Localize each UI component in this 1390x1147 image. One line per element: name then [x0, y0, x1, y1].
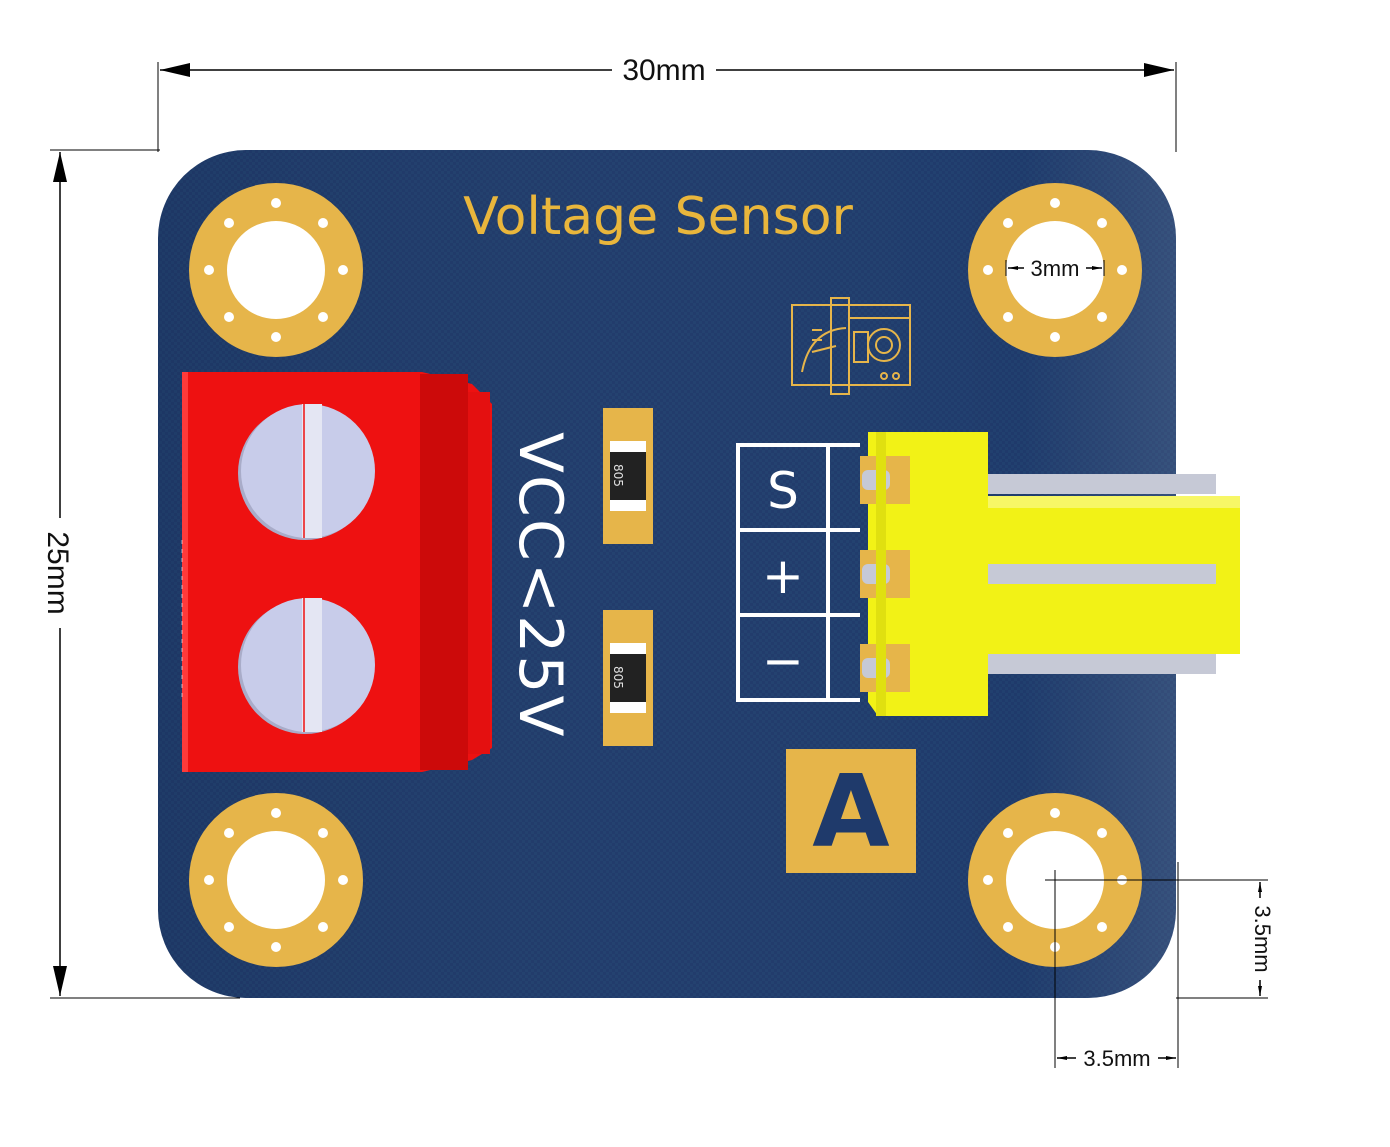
brand-logo: A: [786, 749, 916, 873]
pin-label-minus: −: [762, 632, 804, 690]
input-voltage-label: VCC<25V: [505, 432, 575, 739]
dimension-hole-diameter-label: 3mm: [1031, 256, 1080, 281]
dimension-hole-offset-x-label: 3.5mm: [1083, 1046, 1150, 1071]
dimension-hole-offset: 3.5mm 3.5mm: [1045, 862, 1275, 1071]
screw-terminal: [181, 372, 492, 772]
board-title: Voltage Sensor: [463, 187, 853, 247]
pin-label-grid: [736, 443, 860, 702]
dimension-width-label: 30mm: [622, 54, 705, 87]
dimension-height-label: 25mm: [41, 531, 74, 614]
mounting-hole-top-left: [189, 183, 363, 357]
terminal-screw-2[interactable]: [238, 598, 375, 734]
resistor-r1-marking: 805: [611, 464, 625, 487]
pin-connector[interactable]: [860, 432, 1240, 716]
dimension-hole-offset-y-label: 3.5mm: [1250, 905, 1275, 972]
mounting-hole-bottom-left: [189, 793, 363, 967]
mounting-hole-top-right: [968, 183, 1142, 357]
dimension-hole-diameter: 3mm: [1005, 256, 1105, 281]
resistor-r2-marking: 805: [611, 666, 625, 689]
brand-logo-letter: A: [812, 753, 889, 870]
resistor-r2: 805: [603, 610, 653, 746]
resistor-r1: 805: [603, 408, 653, 544]
dimension-height: 25mm: [41, 149, 240, 999]
pin-label-plus: +: [762, 547, 804, 605]
terminal-screw-1[interactable]: [238, 404, 375, 540]
dimension-width: 30mm: [157, 54, 1177, 152]
multimeter-icon: [791, 297, 911, 395]
pin-label-signal: S: [767, 462, 799, 520]
pcb-board: [158, 150, 1176, 998]
